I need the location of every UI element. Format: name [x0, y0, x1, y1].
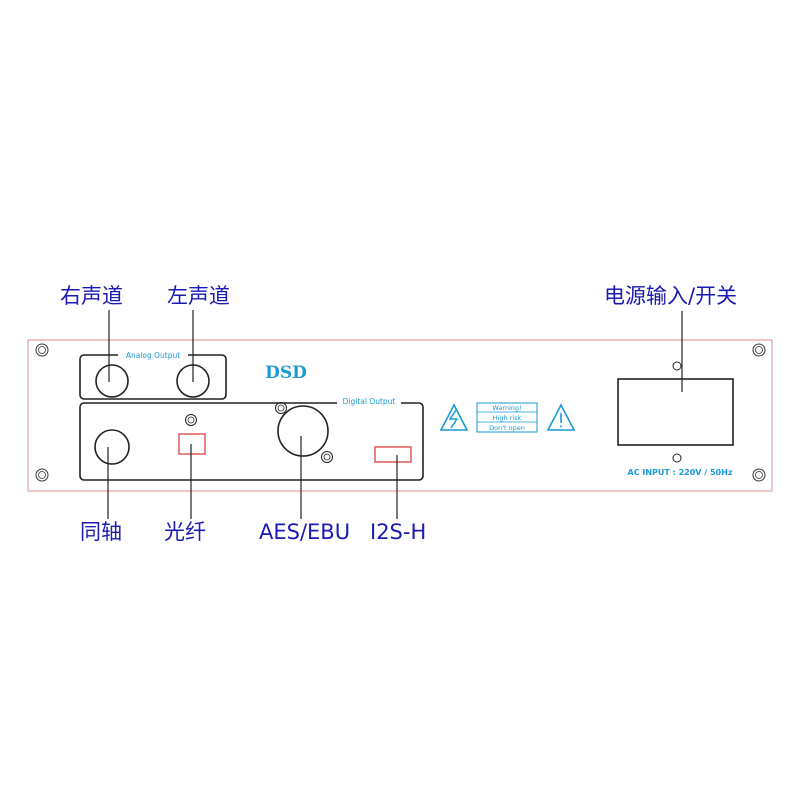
callout-power-input-switch: 电源输入/开关 [604, 284, 738, 308]
callout-optical: 光纤 [164, 520, 206, 544]
callout-left-channel: 左声道 [167, 284, 230, 308]
ac-input-label: AC INPUT : 220V / 50Hz [628, 468, 733, 477]
callout-aes-ebu: AES/EBU [259, 520, 351, 544]
callout-i2s-h: I2S-H [370, 520, 427, 544]
optical-indicator-led [185, 414, 197, 426]
i2s-h-port [374, 446, 412, 463]
corner-screw-top-left [35, 343, 49, 357]
power-input-switch-module [617, 378, 734, 446]
front-panel-outline [27, 339, 773, 492]
analog-output-label: Analog Output [126, 351, 180, 360]
warning-label-box: Warning! High risk Don't open [476, 402, 538, 433]
aes-ebu-xlr-connector [275, 402, 333, 463]
digital-output-box [79, 402, 424, 481]
warning-line-1: Warning! [492, 404, 521, 412]
warning-line-3: Don't open [489, 424, 525, 432]
right-channel-rca-jack [95, 364, 129, 398]
power-bottom-screw [672, 453, 682, 463]
exclamation-warning-icon [546, 403, 576, 431]
corner-screw-bottom-right [752, 468, 766, 482]
corner-screw-top-right [752, 343, 766, 357]
optical-port [178, 433, 206, 455]
callout-right-channel: 右声道 [60, 284, 123, 308]
digital-output-label: Digital Output [343, 397, 396, 406]
warning-line-2: High risk [493, 414, 522, 422]
coaxial-jack [94, 429, 130, 465]
corner-screw-bottom-left [35, 468, 49, 482]
callout-coaxial: 同轴 [80, 520, 122, 544]
dsd-logo: DSD [265, 363, 307, 383]
power-top-screw [672, 361, 682, 371]
lightning-warning-icon [439, 403, 469, 431]
